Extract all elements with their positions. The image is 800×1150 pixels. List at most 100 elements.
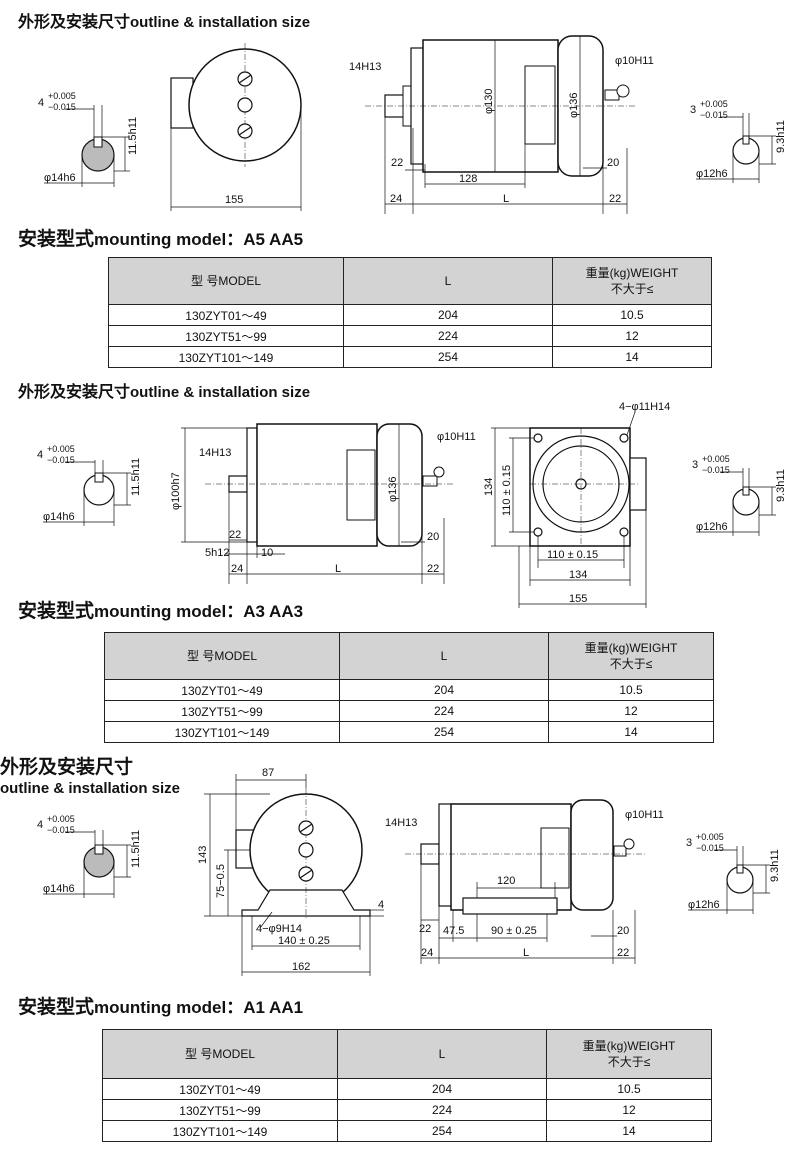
cell-weight: 10.5 (552, 304, 712, 326)
section3-front-view: 87 143 75−0.5 4 4−φ9H14 140 ± 0.25 162 (197, 767, 384, 976)
dimension-22: 22 (229, 529, 241, 541)
cell-L: 254 (339, 721, 549, 743)
weight-sublabel: 不大于≤ (610, 282, 654, 296)
table-header-L: L (337, 1029, 547, 1079)
table-header-weight: 重量(kg)WEIGHT 不大于≤ (548, 632, 714, 680)
section1-heading-cn: 外形及安装尺寸 (18, 12, 131, 31)
foot-thickness: 4 (378, 899, 384, 911)
mount-heading-en: mounting model：A5 AA5 (94, 230, 304, 249)
mount-heading-cn: 安装型式 (18, 600, 95, 622)
flange-width-155: 155 (569, 593, 587, 605)
dimension-24: 24 (421, 947, 433, 959)
front-width-dimension: 155 (225, 194, 243, 206)
tolerance-lower: −0.015 (48, 102, 76, 112)
cell-L: 204 (343, 304, 553, 326)
cell-model: 130ZYT01～49 (104, 679, 340, 701)
shaft-diameter: φ12h6 (696, 168, 728, 180)
shaft-diameter: φ14h6 (44, 172, 76, 184)
cell-L: 254 (337, 1120, 547, 1142)
tolerance-upper: +0.005 (48, 91, 76, 101)
shaft-height: 9.3h11 (775, 120, 787, 153)
front-width-87: 87 (262, 767, 274, 779)
section1-mount-heading: 安装型式mounting model：A5 AA5 (18, 224, 303, 251)
oil-hole-dimension: φ10H11 (615, 55, 654, 67)
cell-model: 130ZYT101～149 (102, 1120, 338, 1142)
dimension-22-right: 22 (427, 563, 439, 575)
weight-label: 重量(kg)WEIGHT (582, 1039, 676, 1053)
dimension-128: 128 (459, 173, 477, 185)
section2-heading-en: outline & installation size (130, 384, 311, 401)
dimension-24: 24 (231, 563, 243, 575)
weight-sublabel: 不大于≤ (609, 657, 653, 671)
dimension-5h12: 5h12 (205, 547, 229, 559)
side-key-dimension: 14H13 (349, 61, 381, 73)
table-header-model: 型 号MODEL (102, 1029, 338, 1079)
tolerance-upper: +0.005 (700, 99, 728, 109)
section1-side-view: 14H13 φ130 φ136 φ10H11 22 128 20 24 L 22 (349, 35, 654, 214)
cell-weight: 10.5 (548, 679, 714, 701)
shaft-height: 11.5h11 (130, 458, 142, 496)
section2-shaft-detail-right: 3 +0.005 −0.015 9.3h11 φ12h6 (692, 454, 787, 536)
shaft-diameter: φ14h6 (43, 511, 75, 523)
section2-mount-heading: 安装型式mounting model：A3 AA3 (18, 596, 303, 623)
shaft-diameter: φ14h6 (43, 883, 75, 895)
weight-label: 重量(kg)WEIGHT (584, 641, 678, 655)
cell-model: 130ZYT51～99 (102, 1099, 338, 1121)
dimension-10: 10 (261, 547, 273, 559)
side-diameter-136: φ136 (568, 93, 580, 119)
table-header-L: L (339, 632, 549, 680)
side-key-dimension: 14H13 (199, 447, 231, 459)
section2-heading: 外形及安装尺寸outline & installation size (18, 378, 310, 402)
flange-hole-height: 110 ± 0.15 (501, 465, 513, 516)
foot-width-162: 162 (292, 961, 310, 973)
dimension-22: 22 (391, 157, 403, 169)
section1-heading: 外形及安装尺寸outline & installation size (18, 8, 310, 32)
dimension-24: 24 (390, 193, 402, 205)
section3-shaft-detail-right: 3 +0.005 −0.015 9.3h11 φ12h6 (686, 832, 781, 914)
cell-L: 224 (343, 325, 553, 347)
tolerance-upper: +0.005 (47, 444, 75, 454)
cell-weight: 14 (548, 721, 714, 743)
tolerance-lower: −0.015 (702, 465, 730, 475)
cell-L: 224 (337, 1099, 547, 1121)
tolerance-lower: −0.015 (47, 455, 75, 465)
shaft-key-width: 4 (37, 819, 43, 831)
mount-heading-cn: 安装型式 (18, 228, 95, 250)
shaft-diameter: φ12h6 (696, 521, 728, 533)
cell-L: 204 (339, 679, 549, 701)
shaft-key-width: 3 (690, 104, 696, 116)
cell-model: 130ZYT51～99 (108, 325, 344, 347)
section2-heading-cn: 外形及安装尺寸 (18, 382, 131, 401)
front-height-143: 143 (197, 846, 209, 864)
dimension-L: L (335, 563, 341, 575)
section3-heading-en-text: outline & installation size (0, 780, 181, 797)
cell-model: 130ZYT51～99 (104, 700, 340, 722)
cell-model: 130ZYT101～149 (104, 721, 340, 743)
foot-hole-spacing: 140 ± 0.25 (278, 935, 330, 947)
section2-flange-view: 4−φ11H14 134 110 ± 0.15 110 ± 0.15 134 1… (483, 401, 670, 608)
tolerance-lower: −0.015 (47, 825, 75, 835)
cell-L: 254 (343, 346, 553, 368)
tolerance-upper: +0.005 (47, 814, 75, 824)
flange-holes: 4−φ11H14 (619, 401, 670, 413)
foot-holes: 4−φ9H14 (256, 923, 302, 935)
mount-heading-en: mounting model：A1 AA1 (94, 998, 304, 1017)
pilot-diameter: φ100h7 (170, 472, 182, 510)
dimension-22-right: 22 (609, 193, 621, 205)
cell-weight: 14 (552, 346, 712, 368)
section3-heading-en: outline & installation size (0, 778, 180, 797)
side-key-dimension: 14H13 (385, 817, 417, 829)
section1-shaft-detail-left: 4 +0.005 −0.015 11.5h11 φ14h6 (38, 91, 139, 187)
